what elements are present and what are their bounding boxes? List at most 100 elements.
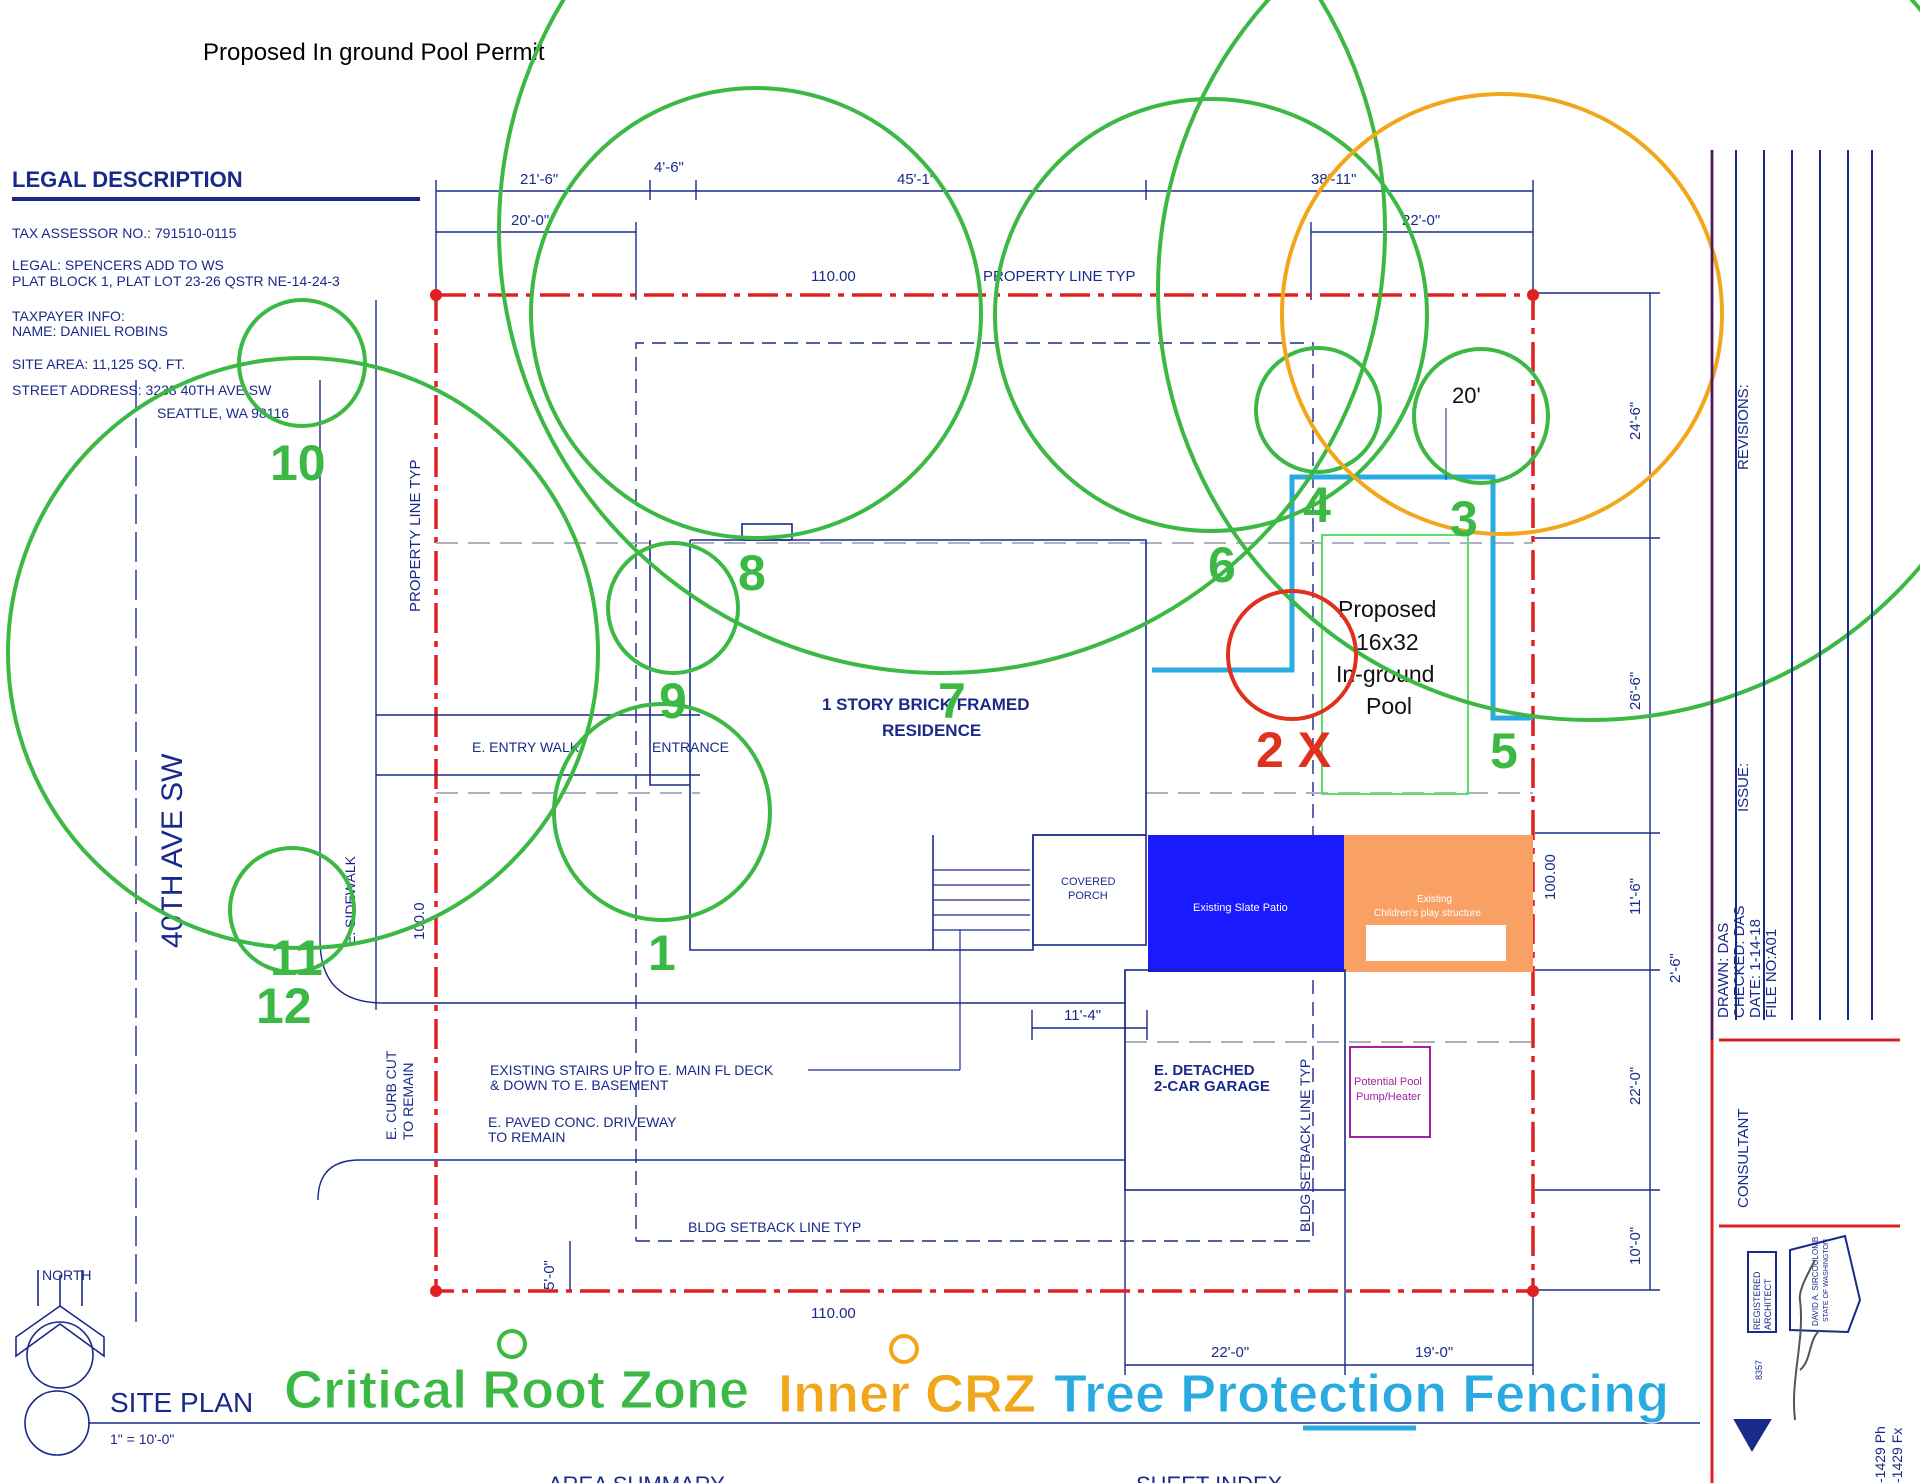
sheet-index-label: SHEET INDEX <box>1136 1472 1283 1483</box>
phone-label: -1429 Ph <box>1872 1426 1888 1483</box>
pool-pump-label-2: Pump/Heater <box>1356 1091 1421 1103</box>
title-block-text: REVISIONS: ISSUE: DRAWN: DAS CHECKED: DA… <box>1715 384 1905 1483</box>
garage-label-1: E. DETACHED <box>1154 1062 1255 1079</box>
covered-porch-label-2: PORCH <box>1068 890 1108 902</box>
scale-label: 1" = 10'-0" <box>110 1431 174 1447</box>
crz-tree-5 <box>1156 0 1920 722</box>
play-structure-label-1: Existing <box>1417 894 1452 905</box>
proposed-pool <box>1321 534 1469 795</box>
legal-taxpayer-name: NAME: DANIEL ROBINS <box>12 323 168 339</box>
tree-protection-fence <box>1152 474 1533 721</box>
legal-description: LEGAL DESCRIPTION TAX ASSESSOR NO.: 7915… <box>12 167 420 421</box>
proposed-pool-label: Proposed 16x32 In-ground Pool <box>1336 596 1436 719</box>
pool-label-4: Pool <box>1366 693 1412 719</box>
crz-tree-1 <box>552 702 772 922</box>
legend: Critical Root Zone Inner CRZ Tree Protec… <box>284 1329 1670 1431</box>
revisions-label: REVISIONS: <box>1735 384 1752 470</box>
tree-numbers: 1 3 4 5 6 7 8 9 10 11 12 2 X <box>256 435 1518 1034</box>
stamp-number: 8357 <box>1754 1360 1764 1380</box>
tree-label-6: 6 <box>1208 537 1236 593</box>
crz-tree-3 <box>1412 347 1550 485</box>
legal-site-area: SITE AREA: 11,125 SQ. FT. <box>12 356 185 372</box>
setback-lines <box>635 342 1314 1242</box>
crz-tree-11 <box>228 846 356 974</box>
property-corners <box>430 289 1539 1297</box>
date-label: DATE: 1-14-18 <box>1747 919 1764 1018</box>
legal-line-2: PLAT BLOCK 1, PLAT LOT 23-26 QSTR NE-14-… <box>12 273 340 289</box>
tree-label-1: 1 <box>648 925 676 981</box>
dim-prop-bottom: 110.00 <box>811 1305 856 1322</box>
property-line-top-label: PROPERTY LINE TYP <box>983 268 1136 285</box>
tree-label-5: 5 <box>1490 723 1518 779</box>
pool-pump-area <box>1349 1046 1431 1138</box>
page-title: Proposed In ground Pool Permit <box>203 39 545 66</box>
drawn-label: DRAWN: DAS <box>1715 923 1732 1018</box>
dim-4-6: 4'-6" <box>654 159 684 176</box>
architect-signature <box>1792 1259 1821 1421</box>
inner-crz-tree-5 <box>1280 92 1724 536</box>
dim-22-0-top: 22'-0" <box>1402 212 1440 229</box>
tree-label-10: 10 <box>270 435 326 491</box>
stairs <box>808 869 1030 1071</box>
site-plan-label: SITE PLAN <box>110 1387 253 1418</box>
dimension-lines <box>435 180 1660 1375</box>
dim-24-6: 24'-6" <box>1627 402 1644 440</box>
dim-21-6: 21'-6" <box>520 171 558 188</box>
dim-10-0: 10'-0" <box>1627 1227 1644 1265</box>
street-linework <box>135 300 1125 1330</box>
legal-heading: LEGAL DESCRIPTION <box>12 167 243 192</box>
legal-line-1: LEGAL: SPENCERS ADD TO WS <box>12 257 224 273</box>
residence-outline <box>649 523 1147 951</box>
setback-vertical-label: BLDG SETBACK LINE TYP <box>1297 1059 1313 1232</box>
pool-label-1: Proposed <box>1338 596 1436 622</box>
legal-tax-assessor: TAX ASSESSOR NO.: 791510-0115 <box>12 225 237 241</box>
tree-label-7: 7 <box>938 673 966 729</box>
stairs-label-2: & DOWN TO E. BASEMENT <box>490 1077 669 1093</box>
crz-tree-8 <box>529 86 983 540</box>
crz-tree-4 <box>1254 346 1382 474</box>
dim-22-0-bottom: 22'-0" <box>1211 1344 1249 1361</box>
dim-prop-right: 100.00 <box>1542 854 1559 900</box>
dim-11-4: 11'-4" <box>1064 1007 1101 1024</box>
dim-prop-top: 110.00 <box>811 268 856 285</box>
pool-pump-label-1: Potential Pool <box>1354 1076 1422 1088</box>
dim-45: 45'-1" <box>897 171 935 188</box>
fax-label: -1429 Fx <box>1889 1428 1905 1483</box>
critical-root-zones <box>6 0 1920 974</box>
area-summary-label: AREA SUMMARY <box>548 1472 725 1483</box>
tree-label-3: 3 <box>1450 491 1478 547</box>
curb-cut-label-2: TO REMAIN <box>400 1062 416 1140</box>
tree-label-4: 4 <box>1303 477 1331 533</box>
stamp-text-3: DAVID A. SIRCOULOMB <box>1811 1237 1820 1326</box>
tree-label-8: 8 <box>738 545 766 601</box>
tree-label-2-removed: 2 X <box>1256 722 1331 778</box>
north-label: NORTH <box>42 1267 92 1283</box>
entry-walk-label: E. ENTRY WALK <box>472 739 580 755</box>
legend-inner-crz-label: Inner CRZ <box>778 1364 1036 1424</box>
dim-19-0-bottom: 19'-0" <box>1415 1344 1453 1361</box>
pool-label-2: 16x32 <box>1356 629 1419 655</box>
legal-street-address: STREET ADDRESS: 3238 40TH AVE SW <box>12 382 272 398</box>
stamp-text-4: STATE OF WASHINGTON <box>1823 1239 1830 1322</box>
removed-tree-2-zone <box>1226 589 1358 721</box>
dim-2-6: 2'-6" <box>1667 953 1684 983</box>
dim-prop-left: 100.0 <box>411 902 428 940</box>
legend-inner-crz-marker <box>889 1334 919 1364</box>
residence-label-2: RESIDENCE <box>882 721 981 740</box>
dim-22-0-right: 22'-0" <box>1627 1067 1644 1105</box>
legend-fencing-label: Tree Protection Fencing <box>1054 1364 1669 1424</box>
dim-26-6: 26'-6" <box>1627 672 1644 710</box>
tree-label-11: 11 <box>270 930 323 986</box>
legend-crz-marker <box>497 1329 527 1359</box>
crz-tree-12 <box>6 356 600 950</box>
tree-label-12: 12 <box>256 978 312 1034</box>
north-arrow <box>15 1270 1700 1456</box>
crz-tree-7 <box>497 0 1387 675</box>
legal-taxpayer-info: TAXPAYER INFO: <box>12 308 125 324</box>
property-line <box>434 293 1535 1293</box>
slate-patio-label: Existing Slate Patio <box>1193 902 1288 914</box>
crz-tree-9 <box>606 541 740 675</box>
driveway-label-1: E. PAVED CONC. DRIVEWAY <box>488 1114 677 1130</box>
consultant-label: CONSULTANT <box>1735 1109 1752 1208</box>
